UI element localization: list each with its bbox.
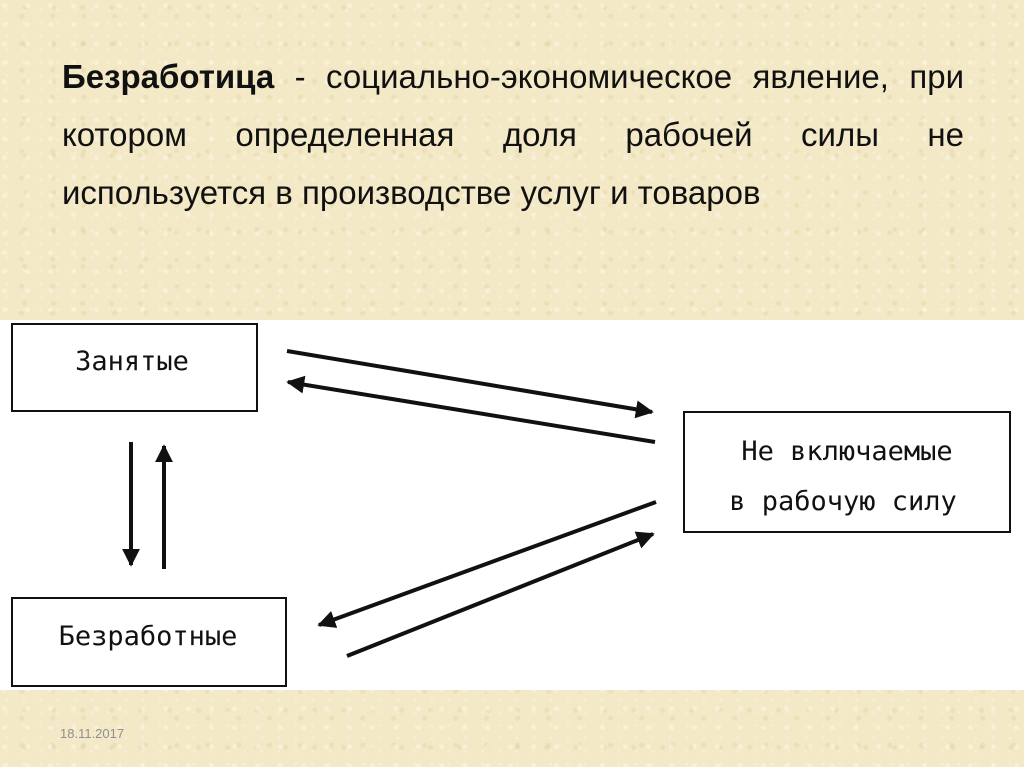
employed-box [11, 323, 258, 412]
employed-to-not-in-labor-force-arrow [286, 349, 654, 419]
not-in-labor-force-label-line2: в рабочую силу [729, 486, 957, 517]
labor-flow-diagram: Занятые Безработные Не включаемые в рабо… [0, 320, 1024, 690]
unemployed-label: Безработные [59, 621, 238, 652]
employed-label: Занятые [75, 346, 189, 377]
unemployed-node: Безработные [11, 597, 287, 687]
not-in-labor-force-box [683, 411, 1011, 533]
not-in-labor-force-label-line1: Не включаемые [741, 436, 952, 467]
not-in-labor-force-to-unemployed-arrow [317, 500, 657, 628]
not-in-labor-force-to-employed-arrow [286, 375, 656, 444]
slide-date: 18.11.2017 [60, 726, 125, 741]
definition-text: Безработица - социально-экономическое яв… [62, 48, 964, 222]
definition-body: - социально-экономическое явление, при к… [62, 58, 964, 211]
not-in-labor-force-node: Не включаемые в рабочую силу [683, 411, 1011, 533]
definition-term: Безработица [62, 58, 275, 95]
unemployed-box [11, 597, 287, 687]
labor-flow-diagram-svg: Занятые Безработные Не включаемые в рабо… [11, 323, 1011, 687]
employed-node: Занятые [11, 323, 258, 412]
unemployed-to-not-in-labor-force-arrow [346, 531, 655, 658]
